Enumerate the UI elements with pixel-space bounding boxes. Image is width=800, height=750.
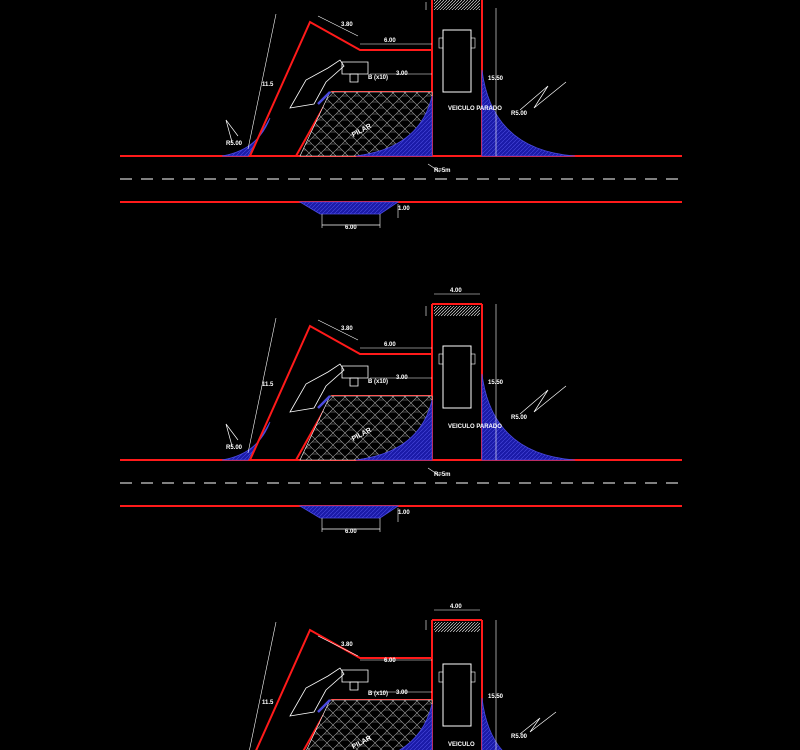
small-note: B (x10) — [368, 691, 388, 697]
detail-2: 6.00 1.00 4.00 VEICULO PARADO 3.80 6 — [120, 288, 682, 535]
angled-wall — [255, 628, 432, 750]
upper-width-label: 6.00 — [384, 342, 396, 348]
stair-width-label: 3.80 — [341, 326, 353, 332]
slot-length-label: 6.00 — [345, 225, 357, 231]
inner-width-label: 3.00 — [396, 375, 408, 381]
radius-leader-right — [519, 385, 567, 415]
stair-width-label: 3.80 — [341, 22, 353, 28]
right-fillet — [481, 69, 576, 157]
vehicle-label: VEICULO PARADO — [448, 106, 502, 112]
parked-vehicle — [442, 663, 472, 727]
bay-length-label: 15.50 — [488, 76, 504, 82]
small-note: B (x10) — [368, 379, 388, 385]
bay-cap — [434, 622, 480, 632]
parked-vehicle — [442, 29, 472, 93]
angled-wall — [249, 324, 432, 461]
upper-width-label: 6.00 — [384, 38, 396, 44]
slot-depth-label: 1.00 — [398, 510, 410, 516]
wall-length-label: 11.5 — [262, 382, 274, 388]
radius-right-label: R5.00 — [511, 415, 528, 421]
parked-vehicle — [442, 345, 472, 409]
inner-width-label: 3.00 — [396, 690, 408, 696]
bay-cap — [434, 306, 480, 316]
bus-bay-slot — [298, 201, 400, 215]
radius-left-label: R5.00 — [226, 445, 243, 451]
inner-fillet — [355, 95, 433, 157]
right-fillet — [481, 373, 576, 461]
bay-length-label: 15.50 — [488, 380, 504, 386]
inner-width-label: 3.00 — [396, 71, 408, 77]
detail-1: 6.00 1.00 VEICULO PARADO — [120, 0, 682, 231]
radius-curve-label: R=5m — [434, 168, 451, 174]
stair-width-label: 3.80 — [341, 642, 353, 648]
wall-length-label: 11.5 — [262, 700, 274, 706]
top-width-label: 4.00 — [450, 288, 462, 294]
bus-bay-slot — [298, 505, 400, 519]
small-note: B (x10) — [368, 75, 388, 81]
top-width-label: 4.00 — [450, 604, 462, 610]
vehicle-label: VEICULO — [448, 742, 475, 748]
radius-curve-label: R=5m — [434, 472, 451, 478]
radius-left-label: R5.00 — [226, 141, 243, 147]
detail-3: 4.00 VEICULO 3.80 6.00 3.00 B (x10) 11.5… — [249, 604, 557, 750]
wall-length-label: 11.5 — [262, 82, 274, 88]
radius-leader-right — [519, 711, 557, 735]
slot-length-label: 6.00 — [345, 529, 357, 535]
angled-wall — [249, 20, 432, 157]
inner-fillet — [355, 399, 433, 461]
bay-length-label: 15.50 — [488, 694, 504, 700]
upper-width-label: 6.00 — [384, 658, 396, 664]
vehicle-label: VEICULO PARADO — [448, 424, 502, 430]
right-fillet — [481, 697, 503, 750]
inner-fillet — [398, 703, 433, 750]
slot-depth-label: 1.00 — [398, 206, 410, 212]
radius-right-label: R5.00 — [511, 734, 528, 740]
radius-leader-right — [519, 81, 567, 111]
bay-cap — [434, 0, 480, 10]
radius-right-label: R5.00 — [511, 111, 528, 117]
